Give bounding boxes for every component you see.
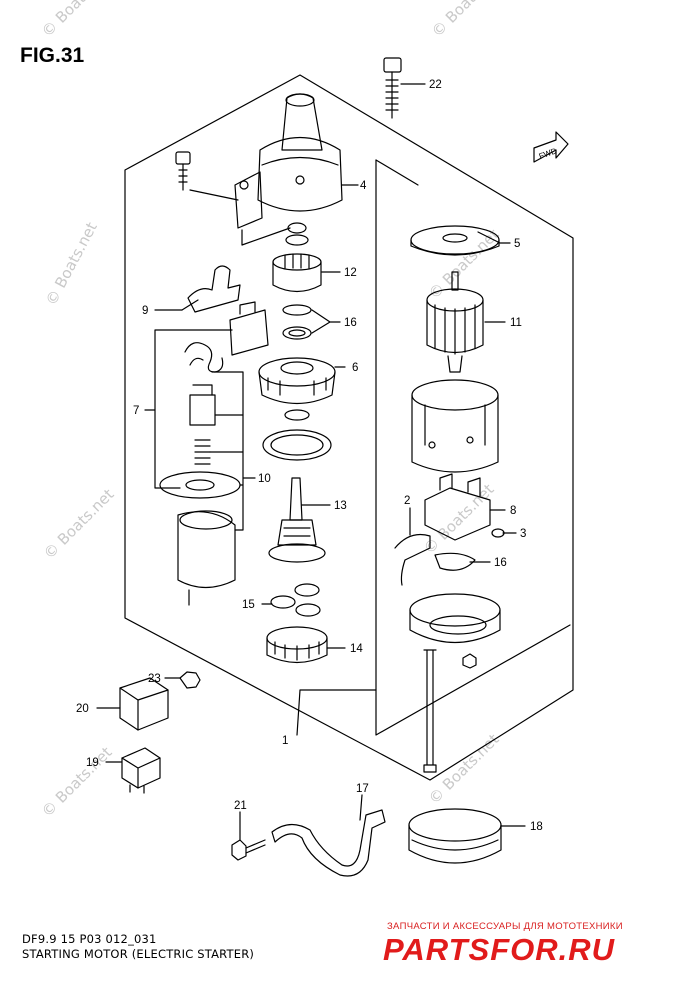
shop-logo: PARTSFOR.RU — [383, 932, 616, 967]
relay-20 — [119, 677, 169, 731]
callout-10: 10 — [258, 473, 271, 485]
caption-title: STARTING MOTOR (ELECTRIC STARTER) — [22, 947, 255, 961]
fwd-label: FWD — [538, 146, 558, 161]
bolt-4 — [175, 151, 191, 191]
assembly-outline — [124, 74, 574, 781]
callout-9: 9 — [142, 305, 148, 317]
callout-13: 13 — [334, 500, 347, 512]
callout-14: 14 — [350, 643, 363, 655]
callout-3: 3 — [520, 528, 526, 540]
callout-7: 7 — [133, 405, 139, 417]
band-18 — [408, 808, 502, 864]
armature-11 — [426, 271, 484, 373]
callout-leaders — [96, 83, 526, 841]
callout-4: 4 — [360, 180, 367, 192]
bolt-21 — [231, 839, 266, 861]
shift-lever-9 — [181, 265, 241, 313]
callout-1: 1 — [282, 735, 288, 747]
callout-12: 12 — [344, 267, 357, 279]
through-bolt — [423, 649, 437, 773]
callout-19: 19 — [86, 757, 99, 769]
bolt-22 — [383, 57, 402, 119]
yoke — [411, 379, 499, 473]
end-housing — [409, 593, 501, 644]
callout-18: 18 — [530, 821, 543, 833]
callout-16-lower: 16 — [494, 557, 507, 569]
housing-4 — [189, 93, 343, 246]
callout-20: 20 — [76, 703, 89, 715]
callout-5: 5 — [514, 238, 520, 250]
callout-23: 23 — [148, 673, 161, 685]
brush-holder-8 — [394, 473, 491, 586]
bracket-17 — [271, 809, 386, 877]
small-nut — [462, 653, 477, 669]
callout-2: 2 — [404, 495, 410, 507]
figure-title: FIG.31 — [20, 44, 85, 67]
planet-gears-15 — [270, 583, 321, 617]
end-cap-6 — [258, 357, 336, 404]
washer-16-lower — [434, 552, 476, 571]
plunger-7 — [184, 301, 269, 373]
brush-plate-5 — [410, 225, 500, 256]
caption-code: DF9.9 15 P03 012_031 — [22, 932, 157, 946]
nut-23 — [179, 671, 201, 689]
callout-22: 22 — [429, 79, 442, 91]
drive-gear-12 — [272, 253, 322, 293]
ring-gear-14 — [266, 626, 328, 664]
callout-21: 21 — [234, 800, 247, 812]
callout-6: 6 — [352, 362, 358, 374]
callout-15: 15 — [242, 599, 255, 611]
pinion-shaft-13 — [268, 477, 326, 563]
inner-frame — [375, 159, 571, 736]
callout-17: 17 — [356, 783, 369, 795]
shop-tagline: ЗАПЧАСТИ И АКСЕССУАРЫ ДЛЯ МОТОТЕХНИКИ — [387, 921, 623, 932]
small-washer-3 — [491, 528, 505, 538]
relay-19 — [121, 747, 161, 794]
callout-16-upper: 16 — [344, 317, 357, 329]
callout-11: 11 — [510, 317, 522, 329]
callout-8: 8 — [510, 505, 516, 517]
solenoid-10 — [159, 384, 241, 606]
fwd-arrow — [533, 131, 569, 163]
